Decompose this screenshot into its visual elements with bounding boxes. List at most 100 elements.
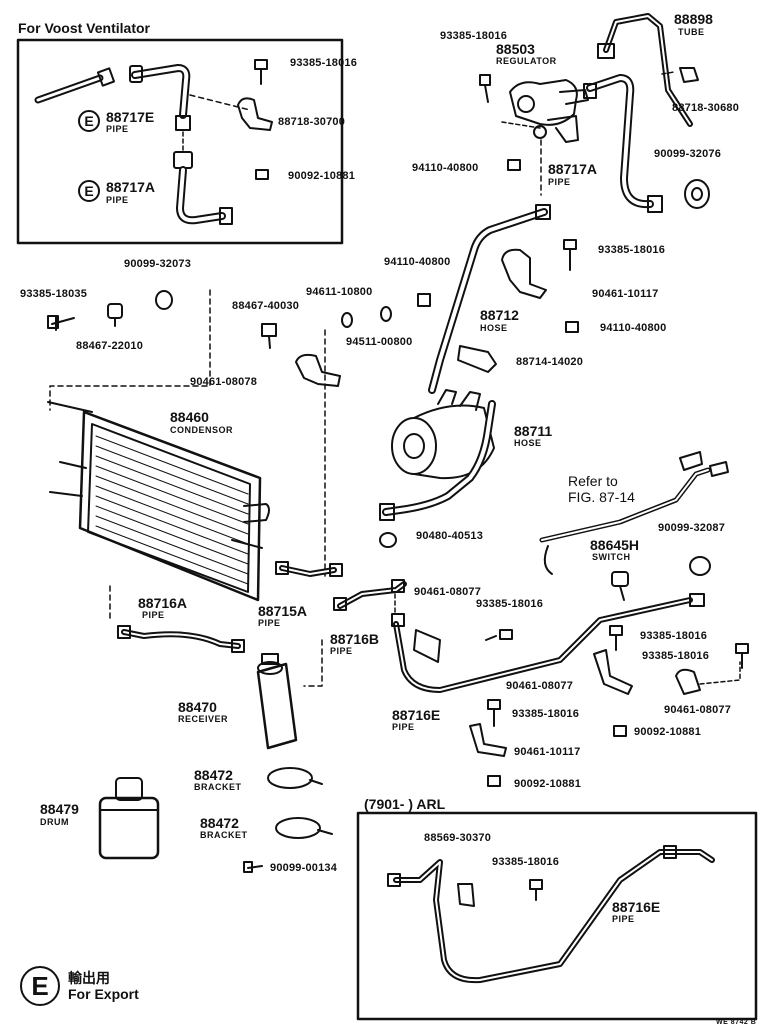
part-name: HOSE [514,438,542,448]
part-number: 93385-18035 [20,288,88,300]
part-number: 90480-40513 [416,530,484,542]
part-name: SWITCH [592,552,631,562]
part-number: 94110-40800 [384,256,451,268]
bracket-90461-10117-a [501,248,547,299]
part-number: 90099-32087 [658,522,726,534]
part-number: 88712 [480,307,519,323]
part-number: 88460 [170,409,209,425]
legend-japanese-text: 輸出用 [68,971,110,987]
voost-pipe-88717e [34,64,191,131]
regulator-bolt [479,74,491,103]
arl-clip-88569 [457,883,475,907]
part-number: 90461-08077 [414,586,482,598]
nut-90092-b [487,775,501,787]
part-number: 94611-10800 [306,286,373,298]
part-name: PIPE [392,722,415,732]
pipe-88716b [333,579,407,611]
bracket-c-dash [699,661,741,685]
part-number: 90461-10117 [514,746,581,758]
part-number: 88714-14020 [516,356,584,368]
regulator-88503 [501,79,589,143]
part-name: PIPE [106,124,129,134]
refer-pipe [539,451,729,575]
condenser-dash-box [49,289,211,411]
receiver-88470 [256,653,298,750]
part-number: 93385-18016 [642,650,710,662]
part-number: 90461-10117 [592,288,659,300]
clip-88718-30680 [679,67,699,83]
part-name: RECEIVER [178,714,229,724]
part-number: 88467-22010 [76,340,144,352]
bracket-90461-08077-b [593,649,633,695]
clip-90461-08077-a [413,629,441,663]
part-name: PIPE [330,646,353,656]
part-number: 88717A [548,161,598,177]
bolt-94611 [341,312,353,328]
bolt-94511 [380,306,392,322]
bolt-93385-b [563,239,577,271]
nut-94110-b [417,293,431,307]
part-number: 88645H [590,537,640,553]
voost-ventilator-heading: For Voost Ventilator [18,20,150,36]
grommet-90099-32073 [155,290,173,310]
hose-88711 [379,400,496,521]
nut-94110-c [565,321,579,333]
part-number: 88716B [330,631,380,647]
voost-clamp-88718-30700 [237,97,273,131]
bolt-93385-e [735,643,749,669]
part-name: PIPE [106,195,129,205]
part-number: 88717E [106,109,155,125]
part-number: 90461-08077 [664,704,732,716]
legend-export-symbol: E [20,966,60,1006]
nut-90092-a [613,725,627,737]
part-number: 88716E [612,899,661,915]
bolt-93385-18035 [47,315,75,331]
part-number: 88898 [674,11,713,27]
reference-line-1: Refer to [568,473,618,489]
bolt-93385-c [485,629,513,641]
grommet-90099-32076 [684,179,710,209]
part-name: REGULATOR [496,56,557,66]
voost-pipe-88717a [173,151,233,225]
bracket-88472-b [275,817,333,839]
condenser-88460 [47,401,270,602]
export-mark-1: E [78,110,100,132]
part-number: 93385-18016 [440,30,508,42]
part-number: 94110-40800 [600,322,667,334]
part-number: 90092-10881 [514,778,582,790]
arl-bolt-93385 [529,879,543,901]
part-number: 93385-18016 [492,856,560,868]
part-number: 88716A [138,595,188,611]
part-name: PIPE [548,177,571,187]
switch-88645h [611,571,629,601]
arl-frame [356,811,758,1021]
part-number: 93385-18016 [512,708,580,720]
part-number: 93385-18016 [598,244,666,256]
export-mark-2: E [78,180,100,202]
part-number: 88470 [178,699,217,715]
part-name: CONDENSOR [170,425,234,435]
part-number: 88472 [200,815,239,831]
part-number: 88472 [194,767,233,783]
part-number: 90099-32073 [124,258,192,270]
bracket-90461-10117-b [469,723,507,757]
pipe-88716a [117,625,245,653]
part-number: 88569-30370 [424,832,492,844]
part-number: 90092-10881 [634,726,702,738]
drum-88479 [98,777,160,860]
bolt-90099-00134 [243,861,263,873]
bracket-90461-08077-c [675,668,701,695]
part-number: 90092-10881 [288,170,356,182]
part-name: PIPE [612,914,635,924]
part-number: 88715A [258,603,308,619]
part-name: DRUM [40,817,69,827]
dash-e-1 [303,639,323,687]
bracket-88472-a [267,767,323,789]
part-number: 90461-08077 [506,680,574,692]
part-number: 88467-40030 [232,300,300,312]
part-name: BRACKET [194,782,242,792]
part-number: 88718-30680 [672,102,740,114]
part-name: TUBE [678,27,705,37]
hose-88712 [428,204,551,394]
